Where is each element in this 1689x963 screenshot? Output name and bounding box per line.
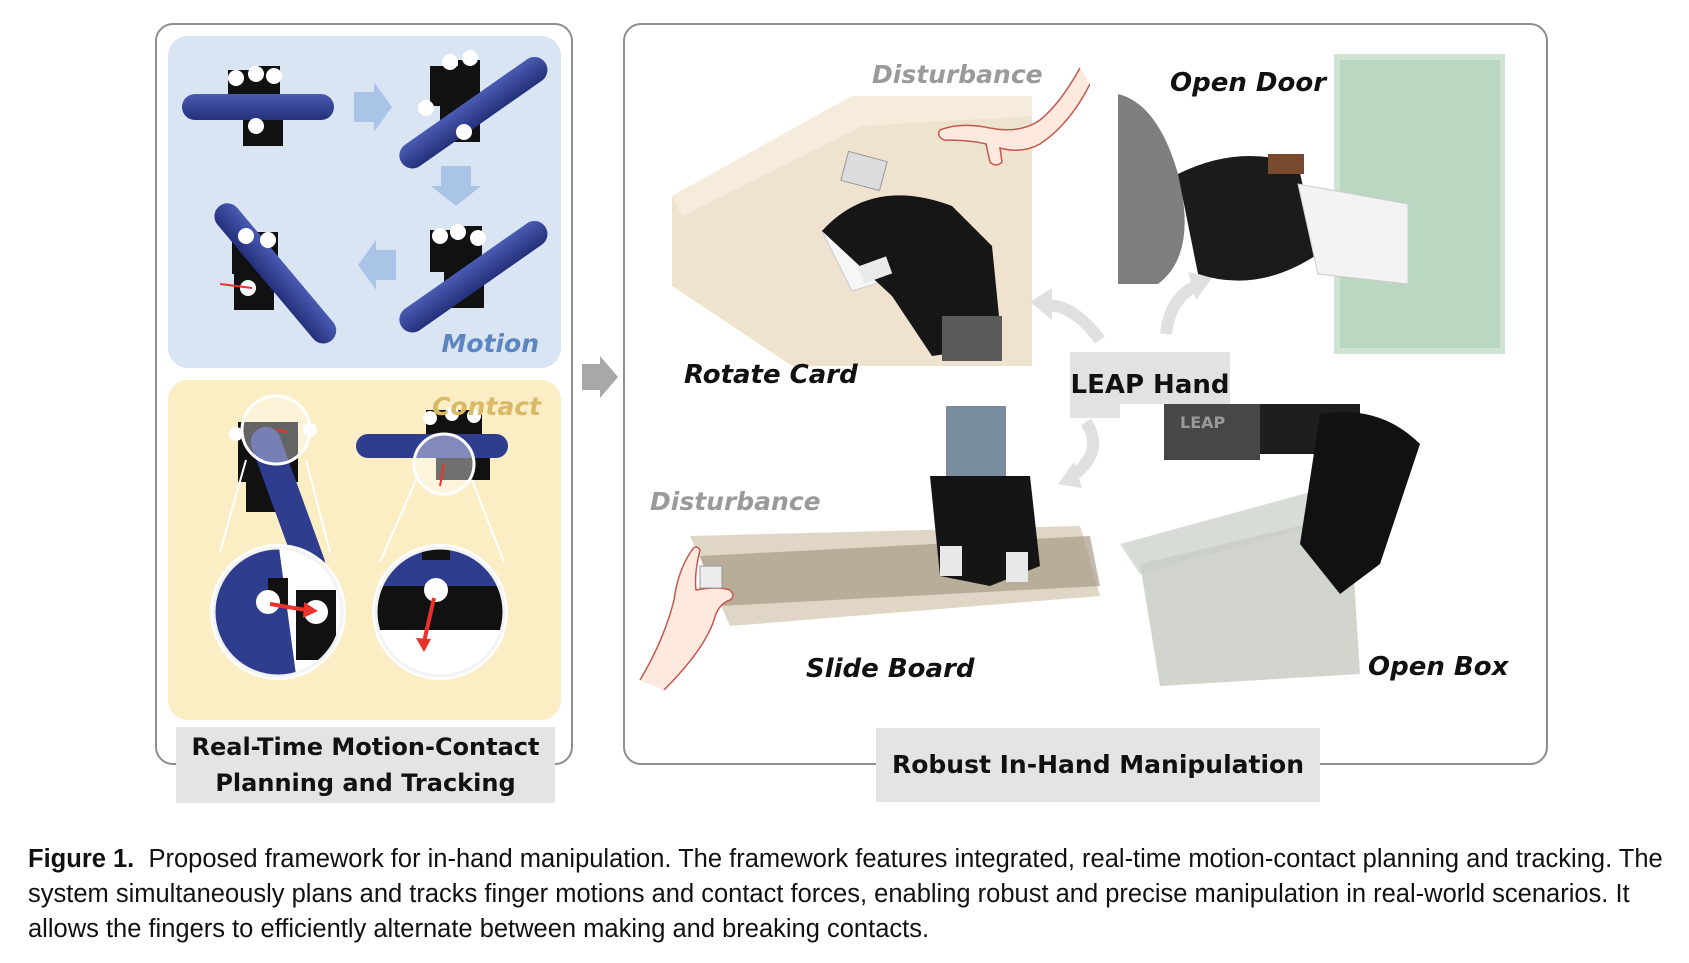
motion-panel: Motion [168, 36, 561, 368]
disturbance-hand-top-icon [937, 67, 1090, 166]
panel-connector-arrow-icon [582, 356, 618, 398]
contact-scene-right [356, 407, 508, 680]
arrow-left-icon [358, 240, 396, 290]
disturbance-hand-bottom-icon [639, 546, 734, 690]
motion-frame-4 [214, 203, 337, 344]
open-box-photo: LEAP [1120, 404, 1510, 696]
task-label-open-door: Open Door [1170, 68, 1327, 98]
motion-frame-3 [399, 220, 548, 333]
contact-scene-left [210, 394, 346, 680]
disturbance-label-top: Disturbance [872, 60, 1043, 89]
contact-label: Contact [432, 392, 541, 421]
contact-illustration [210, 394, 508, 680]
slide-board-photo [690, 406, 1100, 656]
left-caption-line-2: Planning and Tracking [215, 769, 516, 797]
box-brand-label: LEAP [1180, 413, 1226, 432]
arrow-right-icon [354, 82, 392, 132]
motion-illustration [182, 50, 548, 344]
task-label-rotate-card: Rotate Card [684, 360, 858, 390]
figure-caption: Figure 1. Proposed framework for in-hand… [28, 842, 1668, 947]
figure-caption-text: Proposed framework for in-hand manipulat… [28, 845, 1663, 943]
open-door-photo [1118, 54, 1505, 354]
task-label-open-box: Open Box [1368, 652, 1509, 682]
left-caption-line-1: Real-Time Motion-Contact [191, 733, 540, 761]
rotate-card-photo [672, 96, 1032, 366]
arrow-down-icon [431, 166, 481, 206]
figure-caption-label: Figure 1. [28, 845, 135, 873]
left-panel-caption: Real-Time Motion-Contact Planning and Tr… [176, 727, 555, 803]
motion-frame-2 [399, 50, 548, 169]
right-panel-caption: Robust In-Hand Manipulation [876, 728, 1320, 802]
contact-panel: Contact [168, 380, 561, 720]
motion-label: Motion [441, 329, 539, 358]
motion-frame-1 [182, 66, 334, 146]
disturbance-label-bottom: Disturbance [650, 487, 821, 516]
task-label-slide-board: Slide Board [806, 654, 975, 684]
